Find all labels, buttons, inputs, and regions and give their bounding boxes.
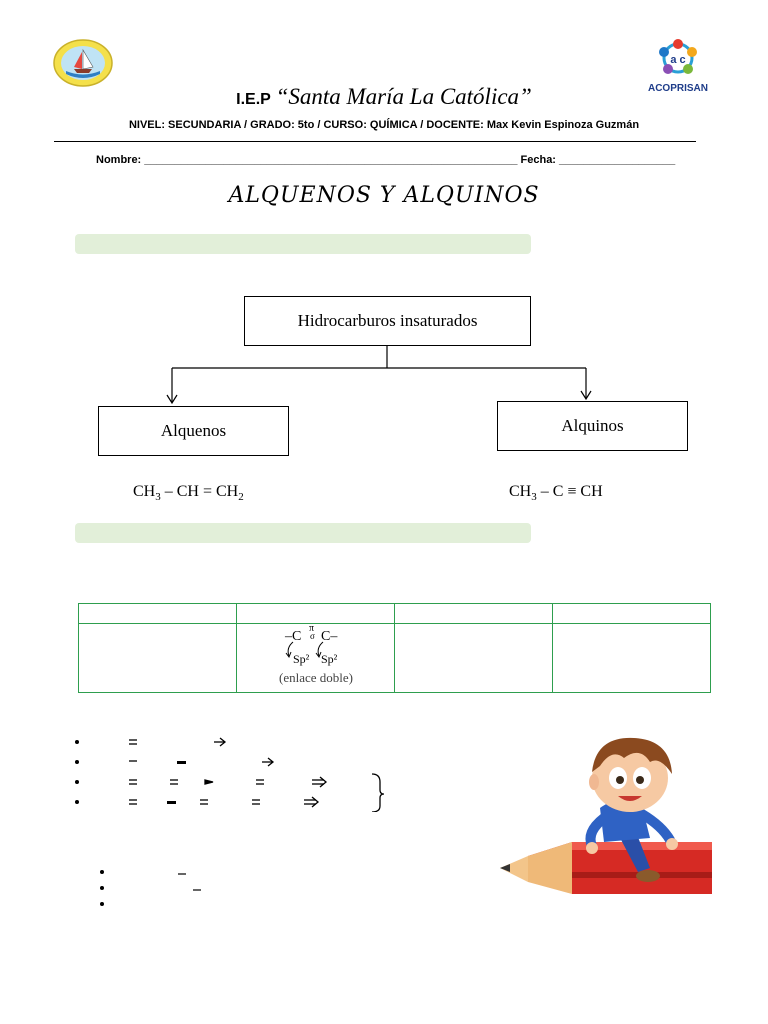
name-date-line: Nombre: ________________________________…: [96, 154, 676, 166]
school-logo: [52, 38, 114, 88]
alkynes-box: Alquinos: [497, 401, 688, 451]
boy-riding-pencil-icon: [500, 737, 712, 894]
acoprisan-logo: a c ACOPRISAN: [640, 38, 716, 94]
section-band-2: [75, 523, 531, 543]
table-cell: [552, 603, 711, 624]
acoprisan-emblem-icon: a c: [659, 39, 697, 74]
table-cell: [78, 603, 237, 624]
course-info: NIVEL: SECUNDARIA / GRADO: 5to / CURSO: …: [128, 119, 640, 131]
section-band-1: [75, 234, 531, 254]
sp2-left: Sp²: [293, 652, 310, 666]
root-box: Hidrocarburos insaturados: [244, 296, 531, 346]
svg-text:a c: a c: [670, 54, 685, 66]
double-bond-diagram: π σ –C C– Sp² Sp² (enlace doble): [237, 623, 394, 690]
table-cell: [78, 623, 237, 693]
table-row: π σ –C C– Sp² Sp² (enlace doble): [78, 623, 711, 693]
hybridization-table: π σ –C C– Sp² Sp² (enlace doble): [78, 603, 711, 693]
boy-on-pencil-illustration: [500, 722, 712, 896]
bullet-symbols: [75, 737, 385, 813]
page-title: ALQUENOS Y ALQUINOS: [228, 183, 540, 208]
bullet-symbols-2: [100, 870, 201, 906]
bullet-list-1: [72, 732, 412, 813]
bullet-list-2: [96, 864, 246, 914]
bond-caption: (enlace doble): [279, 670, 353, 685]
alkene-formula: CH3 – CH = CH2: [133, 483, 244, 504]
table-cell: [552, 623, 711, 693]
header-divider: [54, 141, 696, 142]
diagram-connectors: [166, 346, 592, 405]
table-cell: [394, 603, 553, 624]
table-cell: [236, 603, 395, 624]
alkyne-formula: CH3 – C ≡ CH: [509, 483, 603, 504]
school-name: “Santa María La Católica”: [275, 84, 532, 109]
school-seal-icon: [53, 39, 113, 87]
alkenes-box: Alquenos: [98, 406, 289, 456]
pi-label: π: [309, 623, 315, 634]
sp2-right: Sp²: [321, 652, 338, 666]
acoprisan-label: ACOPRISAN: [647, 83, 708, 94]
table-header-row: [78, 603, 711, 624]
school-title: I.E.P “Santa María La Católica”: [0, 84, 768, 110]
sigma-label: σ: [310, 631, 315, 641]
bond-right: C–: [321, 629, 338, 644]
bond-left: –C: [285, 629, 302, 644]
hybrid-arrows-icon: [285, 641, 324, 659]
table-cell: [394, 623, 553, 693]
school-prefix: I.E.P: [236, 91, 271, 108]
bond-diagram-cell: π σ –C C– Sp² Sp² (enlace doble): [236, 623, 395, 693]
